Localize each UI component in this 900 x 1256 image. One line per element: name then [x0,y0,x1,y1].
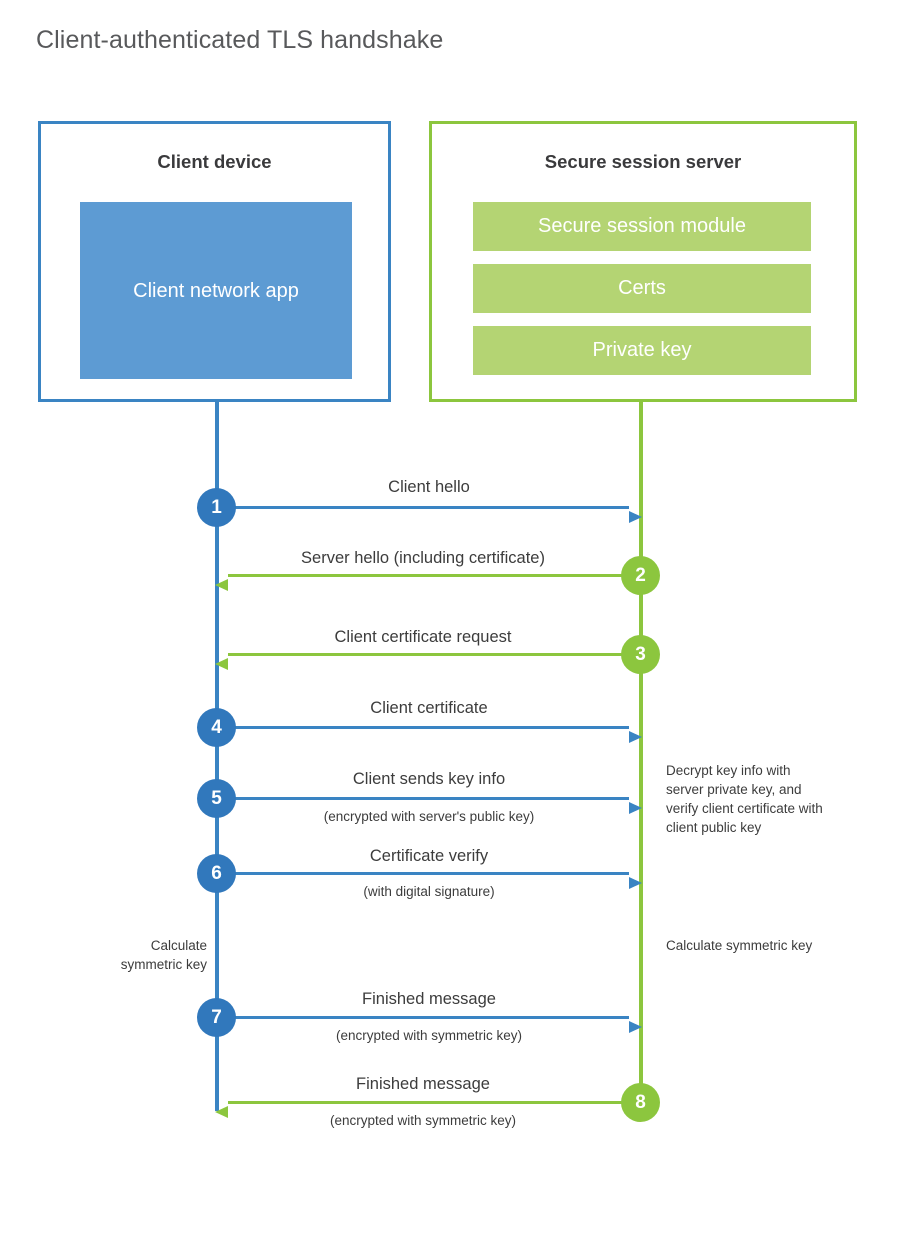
message-7-sublabel: (encrypted with symmetric key) [335,1028,523,1043]
message-7-label: Finished message [362,990,496,1008]
certs-block: Certs [473,264,811,313]
message-4-label: Client certificate [370,699,488,717]
message-1-line [217,506,629,509]
message-6-sublabel: (with digital signature) [363,884,495,899]
message-8-arrowhead-left [215,1106,228,1118]
step-badge-3[interactable]: 3 [621,635,660,674]
step-badge-1[interactable]: 1 [197,488,236,527]
secure-session-module-block: Secure session module [473,202,811,251]
step-badge-4[interactable]: 4 [197,708,236,747]
message-6-line [217,872,629,875]
step-badge-2[interactable]: 2 [621,556,660,595]
message-1-arrowhead-right [629,511,642,523]
message-4-arrowhead-right [629,731,642,743]
message-3-label: Client certificate request [334,628,512,646]
message-4-line [217,726,629,729]
message-6-arrowhead-right [629,877,642,889]
step-badge-8[interactable]: 8 [621,1083,660,1122]
message-7-arrowhead-right [629,1021,642,1033]
page-title: Client-authenticated TLS handshake [36,26,444,54]
note-server-calculate-symmetric-key: Calculate symmetric key [666,938,813,953]
message-5-arrowhead-right [629,802,642,814]
step-badge-5[interactable]: 5 [197,779,236,818]
message-6-label: Certificate verify [369,847,489,865]
message-7-line [217,1016,629,1019]
server-lifeline [639,402,643,1105]
message-2-label: Server hello (including certificate) [301,549,545,567]
private-key-block: Private key [473,326,811,375]
message-8-sublabel: (encrypted with symmetric key) [329,1113,517,1128]
message-2-line [228,574,625,577]
step-badge-6[interactable]: 6 [197,854,236,893]
client-device-title: Client device [157,151,272,172]
client-lifeline [215,402,219,1111]
message-5-sublabel: (encrypted with server's public key) [323,809,535,824]
client-device-box: Client device Client network app [38,121,391,402]
message-1-label: Client hello [388,478,470,496]
message-5-label: Client sends key info [352,770,506,788]
secure-session-server-box: Secure session server Secure session mod… [429,121,857,402]
secure-session-server-title: Secure session server [544,151,742,172]
message-3-arrowhead-left [215,658,228,670]
message-5-line [217,797,629,800]
note-client-calculate-symmetric-key: Calculate symmetric key [120,938,207,973]
message-2-arrowhead-left [215,579,228,591]
message-8-label: Finished message [356,1075,490,1093]
client-network-app-block: Client network app [80,202,352,379]
step-badge-7[interactable]: 7 [197,998,236,1037]
message-8-line [228,1101,625,1104]
message-3-line [228,653,625,656]
note-server-decrypt-key-info: Decrypt key info with server private key… [666,763,823,836]
